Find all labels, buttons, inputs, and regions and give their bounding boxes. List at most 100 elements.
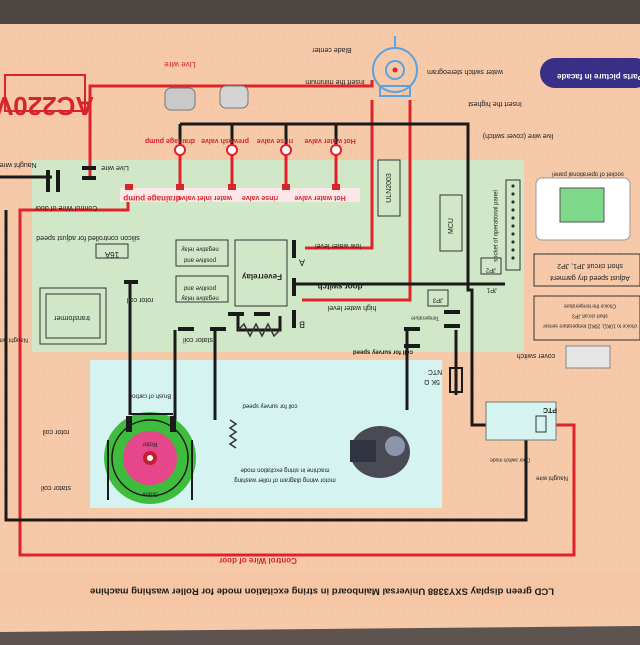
naught-wire-vertical: Naught wire: [0, 336, 28, 342]
control-wire-board: Control Wire of door: [34, 204, 97, 211]
water-switch-stereogram-graphic: [372, 36, 418, 97]
uln2003-label: ULN2003: [386, 173, 393, 203]
naught-wire-left: Naught wire: [0, 161, 37, 168]
neg-relay-2: negative relay: [181, 294, 218, 300]
rinse-top: rinse valve: [257, 137, 293, 144]
motor-photo: [350, 426, 410, 478]
transformer-inner: [45, 293, 101, 339]
insert-minimum: Insert the minimum: [305, 78, 365, 85]
motor-stator-coil: stator coil: [41, 484, 71, 491]
brush-carbon: Brush of carbon: [129, 392, 171, 398]
live-wire-board: Live wire: [101, 164, 129, 171]
ptc-label: PTC: [543, 406, 557, 413]
short-circuit-note: short circuit JP1, JP2: [557, 262, 623, 269]
stator-label: Stator: [142, 490, 158, 496]
temp-note-3: choice to 10KΩ, 20KΩ temperature sensor: [543, 323, 638, 329]
motor-graphic: [104, 412, 196, 504]
mcu-chip: [439, 194, 463, 252]
motor-rotor-coil: rotor coil: [42, 428, 69, 435]
hot-water-top: Hot water valve: [304, 137, 355, 144]
water-inlet-board: water inlet valve: [178, 194, 233, 201]
motor-caption-2: machine in string excitation mode: [240, 466, 330, 472]
stator-coil-board: stator coil: [183, 336, 213, 343]
cover-switch-photo: [565, 345, 611, 369]
silicon-label: silicon controlled for adjust speed: [36, 234, 140, 241]
survey-speed: coil for survey speed: [242, 402, 297, 408]
jp3-label: JP3: [432, 296, 443, 302]
valve-terminal-strip: [120, 188, 360, 202]
title-band: [0, 574, 640, 608]
rinse-board: rinse valve: [242, 194, 278, 201]
main-title: LCD green display SXY3388 Universal Main…: [90, 585, 554, 596]
ntc-sensor: [449, 367, 463, 393]
pos-neg-2: positive and: [184, 284, 216, 290]
terminal-b: B: [299, 320, 305, 330]
rotor-coil-board: rotor coil: [126, 296, 153, 303]
terminal-a: A: [299, 258, 305, 268]
voltage-box: [4, 74, 86, 112]
live-wire-top: Live wire: [164, 60, 196, 69]
notes-box-1: [533, 253, 640, 287]
door-switch: door switch: [317, 282, 362, 291]
drainage-pump-top: drainage pump: [145, 137, 195, 144]
feverrelay: Feverrelay: [241, 272, 282, 281]
relay-box-1: [175, 239, 229, 267]
transformer: transformer: [53, 314, 89, 321]
relay-16a: 16A: [104, 250, 119, 259]
jp3-box: [427, 289, 449, 307]
water-switch-stereogram: water switch stereogram: [427, 68, 504, 75]
panel-lcd: [559, 187, 605, 223]
uln2003-chip: [377, 159, 401, 217]
temp-note-2: short circuit JP3: [572, 313, 608, 319]
mcu-label: MCU: [448, 218, 455, 234]
live-wire-cover: live wire (cover switch): [483, 132, 553, 139]
terminal-blocks: [46, 166, 460, 348]
parts-badge-label: Parts picture in facade: [557, 72, 640, 81]
temp-note-1: Choice the temperature: [564, 303, 616, 309]
survey-speed-coil: [228, 419, 238, 449]
ntc-value: 5K Ω: [424, 378, 440, 385]
motor-caption-1: motor wiring diagram of roller washing: [234, 476, 335, 482]
low-water-level: low water level: [315, 242, 361, 249]
hot-water-board: Hot water valve: [294, 194, 345, 201]
valve-connectors: [174, 144, 342, 156]
ptc-element: [535, 415, 547, 433]
jp2-box: [480, 257, 502, 275]
feverrelay-box: [234, 239, 288, 307]
door-switch-mode: Door switch mode: [490, 457, 530, 463]
terminal-pins: [125, 184, 340, 190]
pump-illustrations: [164, 85, 249, 111]
box-top-edge: [0, 0, 640, 24]
operational-panel-socket: [505, 179, 521, 271]
relay-box-2: [175, 275, 229, 303]
socket-panel-board: socket of operational panel: [494, 190, 500, 262]
high-water-level: high water level: [327, 304, 376, 311]
insert-highest: Insert the highest: [468, 100, 522, 107]
pos-neg-1: positive and: [184, 256, 216, 262]
transformer-box: [39, 287, 107, 345]
rotor-label: Rotor: [143, 440, 158, 446]
jp2-label: JP2: [485, 266, 496, 272]
red-wires: [18, 80, 576, 557]
drainage-pump-board: drainage pump: [123, 194, 180, 203]
neg-relay-1: negative relay: [181, 245, 218, 251]
control-wire-bottom: Control Wire of door: [219, 556, 297, 565]
naught-wire-right: Naught wire: [535, 474, 568, 480]
relay-16a-box: [95, 243, 129, 259]
blade-center: Blade center: [312, 46, 352, 53]
adjust-speed-note: Adjust speed dry garment: [550, 274, 630, 281]
ntc-label: NTC: [428, 368, 442, 375]
panel-title: socket of operational panel: [552, 170, 624, 176]
prewash-top: prewash valve: [201, 137, 249, 144]
cover-switch-label: cover switch: [517, 352, 556, 359]
resistor: [237, 322, 281, 338]
ptc-box: [485, 401, 557, 441]
temperature: Temperature: [411, 315, 439, 321]
voltage-label: AC220V: [0, 91, 94, 121]
coil-survey: coil for survey speed: [353, 348, 413, 354]
notes-box-2: [533, 295, 640, 341]
jp1-label: JP1: [486, 286, 497, 292]
